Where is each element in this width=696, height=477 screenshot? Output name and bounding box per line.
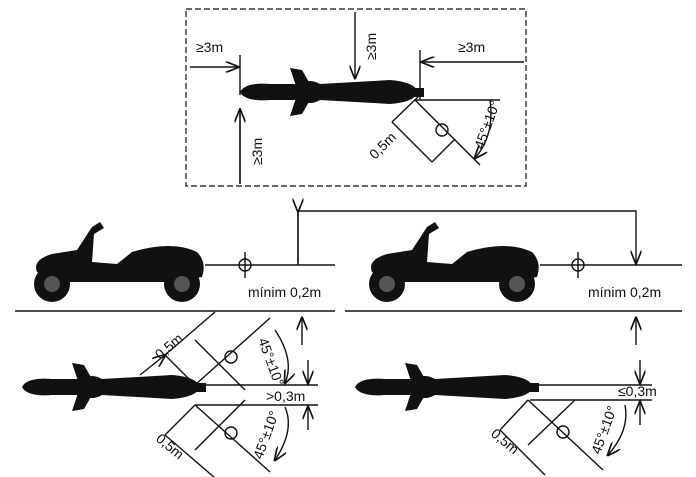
exhaust-spacing-label: ≤0,3m [618, 383, 657, 399]
microphone-position-icon [556, 425, 570, 439]
mic-distance-label: 0,5m [488, 425, 522, 457]
front-clearance-label: ≥3m [363, 33, 379, 60]
mic-distance-top-label: 0,5m [152, 330, 186, 362]
scooter-side-view [369, 222, 539, 302]
scooter-top-view [355, 363, 539, 411]
mic-angle-bottom-label: 45°±10° [250, 409, 282, 461]
microphone-position-icon [435, 123, 449, 137]
top-view-section: ≥3m ≥3m ≥3m ≥3m 0,5m 45°±10° [185, 8, 527, 187]
scooter-top-view [22, 363, 206, 411]
mic-angle-label: 45°±10° [588, 404, 620, 456]
mic-height-label: mínim 0,2m [588, 284, 661, 300]
microphone-position-icon [224, 350, 238, 364]
side-clearance-label: ≥3m [249, 138, 265, 165]
side-view-right: mínim 0,2m [345, 222, 682, 312]
test-area-boundary [185, 8, 527, 187]
bottom-left-top-view: >0,3m 0,5m 45°±10° 0,5m 45°±10° [22, 311, 318, 477]
exhaust-spacing-label: >0,3m [266, 388, 305, 404]
scooter-side-view [34, 222, 204, 302]
mic-angle-label: 45°±10° [471, 99, 503, 151]
scooter-top-view [240, 68, 424, 116]
microphone-position-icon [224, 426, 238, 440]
bottom-right-top-view: ≤0,3m 0,5m 45°±10° [355, 360, 657, 476]
mic-distance-bottom-label: 0,5m [153, 430, 187, 462]
rear-clearance-label: ≥3m [458, 39, 485, 55]
mic-distance-label: 0,5m [366, 129, 399, 162]
side-view-left: mínim 0,2m [15, 222, 335, 312]
left-clearance-label: ≥3m [196, 39, 223, 55]
mic-height-label: mínim 0,2m [248, 284, 321, 300]
